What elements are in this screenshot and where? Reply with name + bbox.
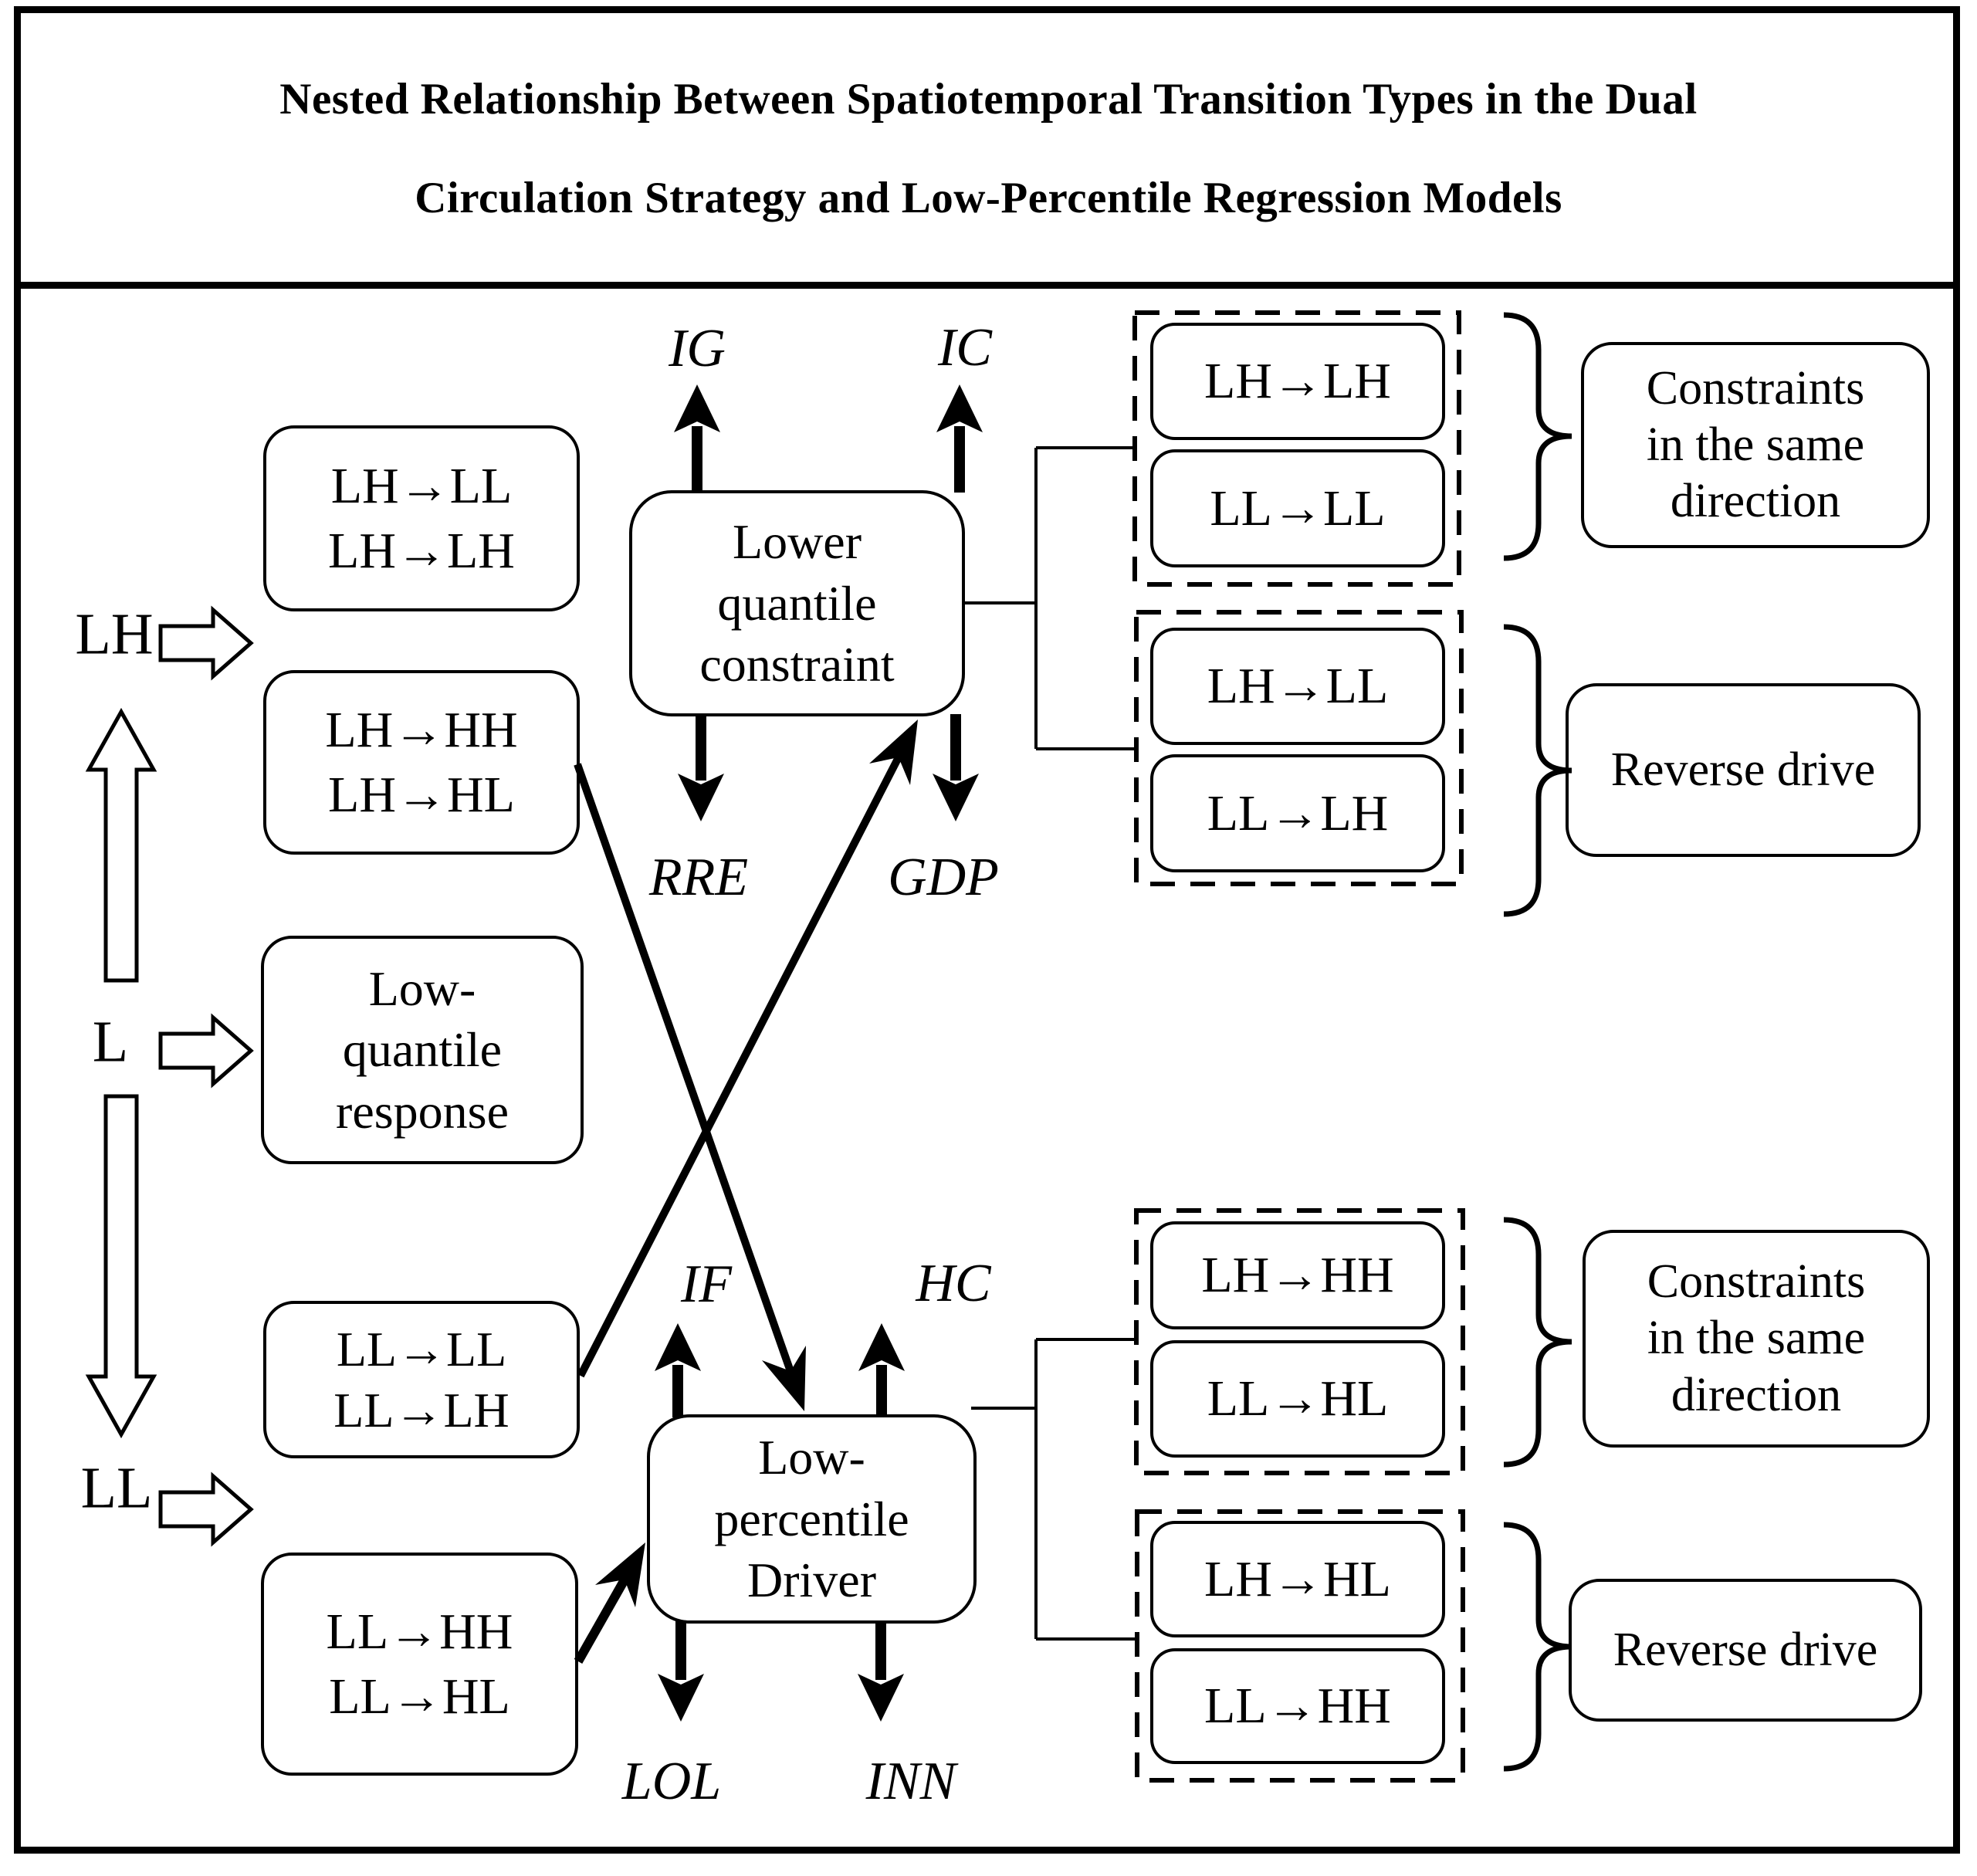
transition-text: LH→HH <box>325 702 518 759</box>
legend-text: Constraints <box>1646 361 1865 415</box>
group-item-ll-ll: LL→LL <box>1150 449 1445 567</box>
transition-text: LL→LH <box>333 1383 509 1437</box>
legend-text: direction <box>1671 1368 1842 1421</box>
var-label-hc: HC <box>916 1254 991 1313</box>
transition-text: LH→HL <box>328 766 515 823</box>
title-separator <box>21 282 1956 289</box>
group-item-text: LH→HL <box>1204 1550 1391 1607</box>
var-label-if: IF <box>680 1255 733 1314</box>
legend-same-direction-top: Constraints in the same direction <box>1581 342 1930 548</box>
group-item-text: LL→LL <box>1210 479 1386 537</box>
transition-text: LH→LH <box>328 522 515 579</box>
legend-same-direction-bottom: Constraints in the same direction <box>1583 1230 1930 1448</box>
rail-label-ll: LL <box>80 1455 153 1521</box>
box-low-quantile-response: Low- quantile response <box>261 936 584 1164</box>
group-item-ll-hl: LL→HL <box>1150 1340 1445 1458</box>
var-label-ig: IG <box>669 319 726 378</box>
box-ll-high-transitions: LL→HH LL→HL <box>261 1553 578 1776</box>
legend-text: Constraints <box>1647 1255 1866 1309</box>
group-item-text: LL→LH <box>1207 784 1389 841</box>
legend-text: Reverse drive <box>1613 1623 1878 1676</box>
group-item-text: LH→HH <box>1201 1247 1394 1304</box>
legend-reverse-drive-top: Reverse drive <box>1566 683 1921 857</box>
box-low-percentile-driver: Low- percentile Driver <box>647 1414 977 1624</box>
var-label-ic: IC <box>938 318 992 378</box>
model-text: quantile <box>717 575 877 631</box>
var-label-rre: RRE <box>648 848 749 907</box>
transition-text: LL→LL <box>336 1321 507 1377</box>
group-item-text: LH→LL <box>1207 658 1389 715</box>
outer-frame <box>14 6 1960 1854</box>
group-item-lh-lh: LH→LH <box>1150 323 1445 440</box>
box-lower-quantile-constraint: Lower quantile constraint <box>629 490 965 716</box>
legend-text: Reverse drive <box>1610 743 1876 796</box>
box-lh-high-transitions: LH→HH LH→HL <box>263 670 580 855</box>
model-text: constraint <box>699 637 895 692</box>
group-item-text: LH→LH <box>1204 353 1391 410</box>
var-label-lol: LOL <box>621 1752 722 1811</box>
legend-text: in the same <box>1646 418 1865 471</box>
group-item-ll-lh: LL→LH <box>1150 754 1445 872</box>
diagram-title-line2: Circulation Strategy and Low-Percentile … <box>415 174 1562 222</box>
rail-label-l: L <box>92 1009 129 1075</box>
group-item-lh-hl: LH→HL <box>1150 1521 1445 1637</box>
response-text: response <box>336 1083 509 1139</box>
legend-text: direction <box>1670 475 1841 528</box>
response-text: quantile <box>342 1022 503 1078</box>
legend-reverse-drive-bottom: Reverse drive <box>1569 1579 1922 1722</box>
rail-label-lh: LH <box>75 601 154 667</box>
box-ll-low-transitions: LL→LL LL→LH <box>263 1301 580 1458</box>
model-text: Driver <box>746 1553 877 1608</box>
group-item-text: LL→HH <box>1204 1678 1391 1735</box>
group-item-lh-ll: LH→LL <box>1150 628 1445 745</box>
var-label-inn: INN <box>865 1752 956 1811</box>
legend-text: in the same <box>1647 1312 1866 1365</box>
model-text: Low- <box>758 1430 865 1485</box>
model-text: Lower <box>732 514 862 570</box>
group-item-text: LL→HL <box>1207 1370 1389 1427</box>
group-item-lh-hh: LH→HH <box>1150 1221 1445 1329</box>
transition-text: LH→LL <box>330 458 513 515</box>
response-text: Low- <box>368 960 476 1016</box>
box-lh-low-transitions: LH→LL LH→LH <box>263 425 580 611</box>
model-text: percentile <box>714 1491 909 1546</box>
diagram-title-line1: Nested Relationship Between Spatiotempor… <box>279 75 1698 124</box>
transition-text: LL→HL <box>329 1668 510 1725</box>
transition-text: LL→HH <box>326 1603 513 1661</box>
var-label-gdp: GDP <box>888 848 999 907</box>
group-item-ll-hh: LL→HH <box>1150 1648 1445 1764</box>
